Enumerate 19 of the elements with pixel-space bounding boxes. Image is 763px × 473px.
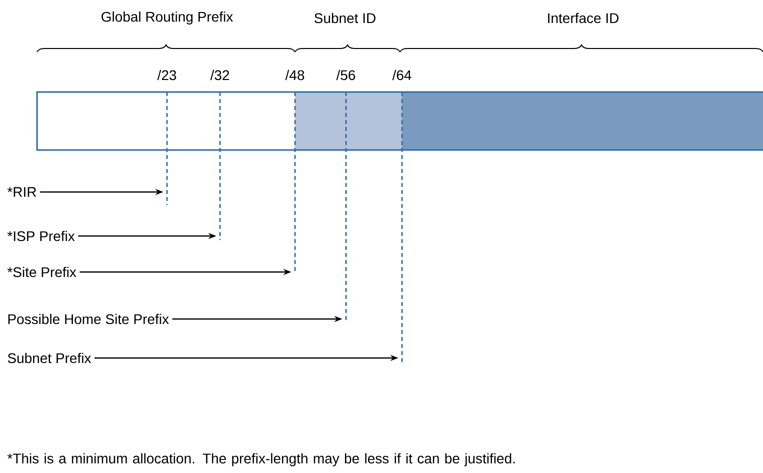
prefix-label: *RIR <box>7 187 36 197</box>
segment-heading: Interface ID <box>548 12 618 24</box>
boundary-line <box>401 92 403 362</box>
prefix-label: *ISP Prefix <box>7 230 75 242</box>
boundary-line <box>345 92 347 322</box>
boundary-line <box>294 92 296 274</box>
bit-length-label: /23 <box>157 70 176 80</box>
segment-heading: Global Routing Prefix <box>102 11 233 25</box>
prefix-label: Possible Home Site Prefix <box>8 314 169 324</box>
prefix-label: Subnet Prefix <box>8 352 92 364</box>
bit-length-label: /64 <box>392 70 412 80</box>
prefix-label: *Site Prefix <box>7 266 76 278</box>
footnote: *This is a minimum allocation. The prefix-length may be less if it can be justified. <box>7 453 515 466</box>
bit-length-label: /48 <box>285 70 304 80</box>
boundary-line <box>219 92 221 240</box>
boundary-line <box>166 92 168 205</box>
bit-length-label: /56 <box>336 70 356 80</box>
segment-heading: Subnet ID <box>314 12 376 24</box>
bit-length-label: /32 <box>210 70 230 80</box>
